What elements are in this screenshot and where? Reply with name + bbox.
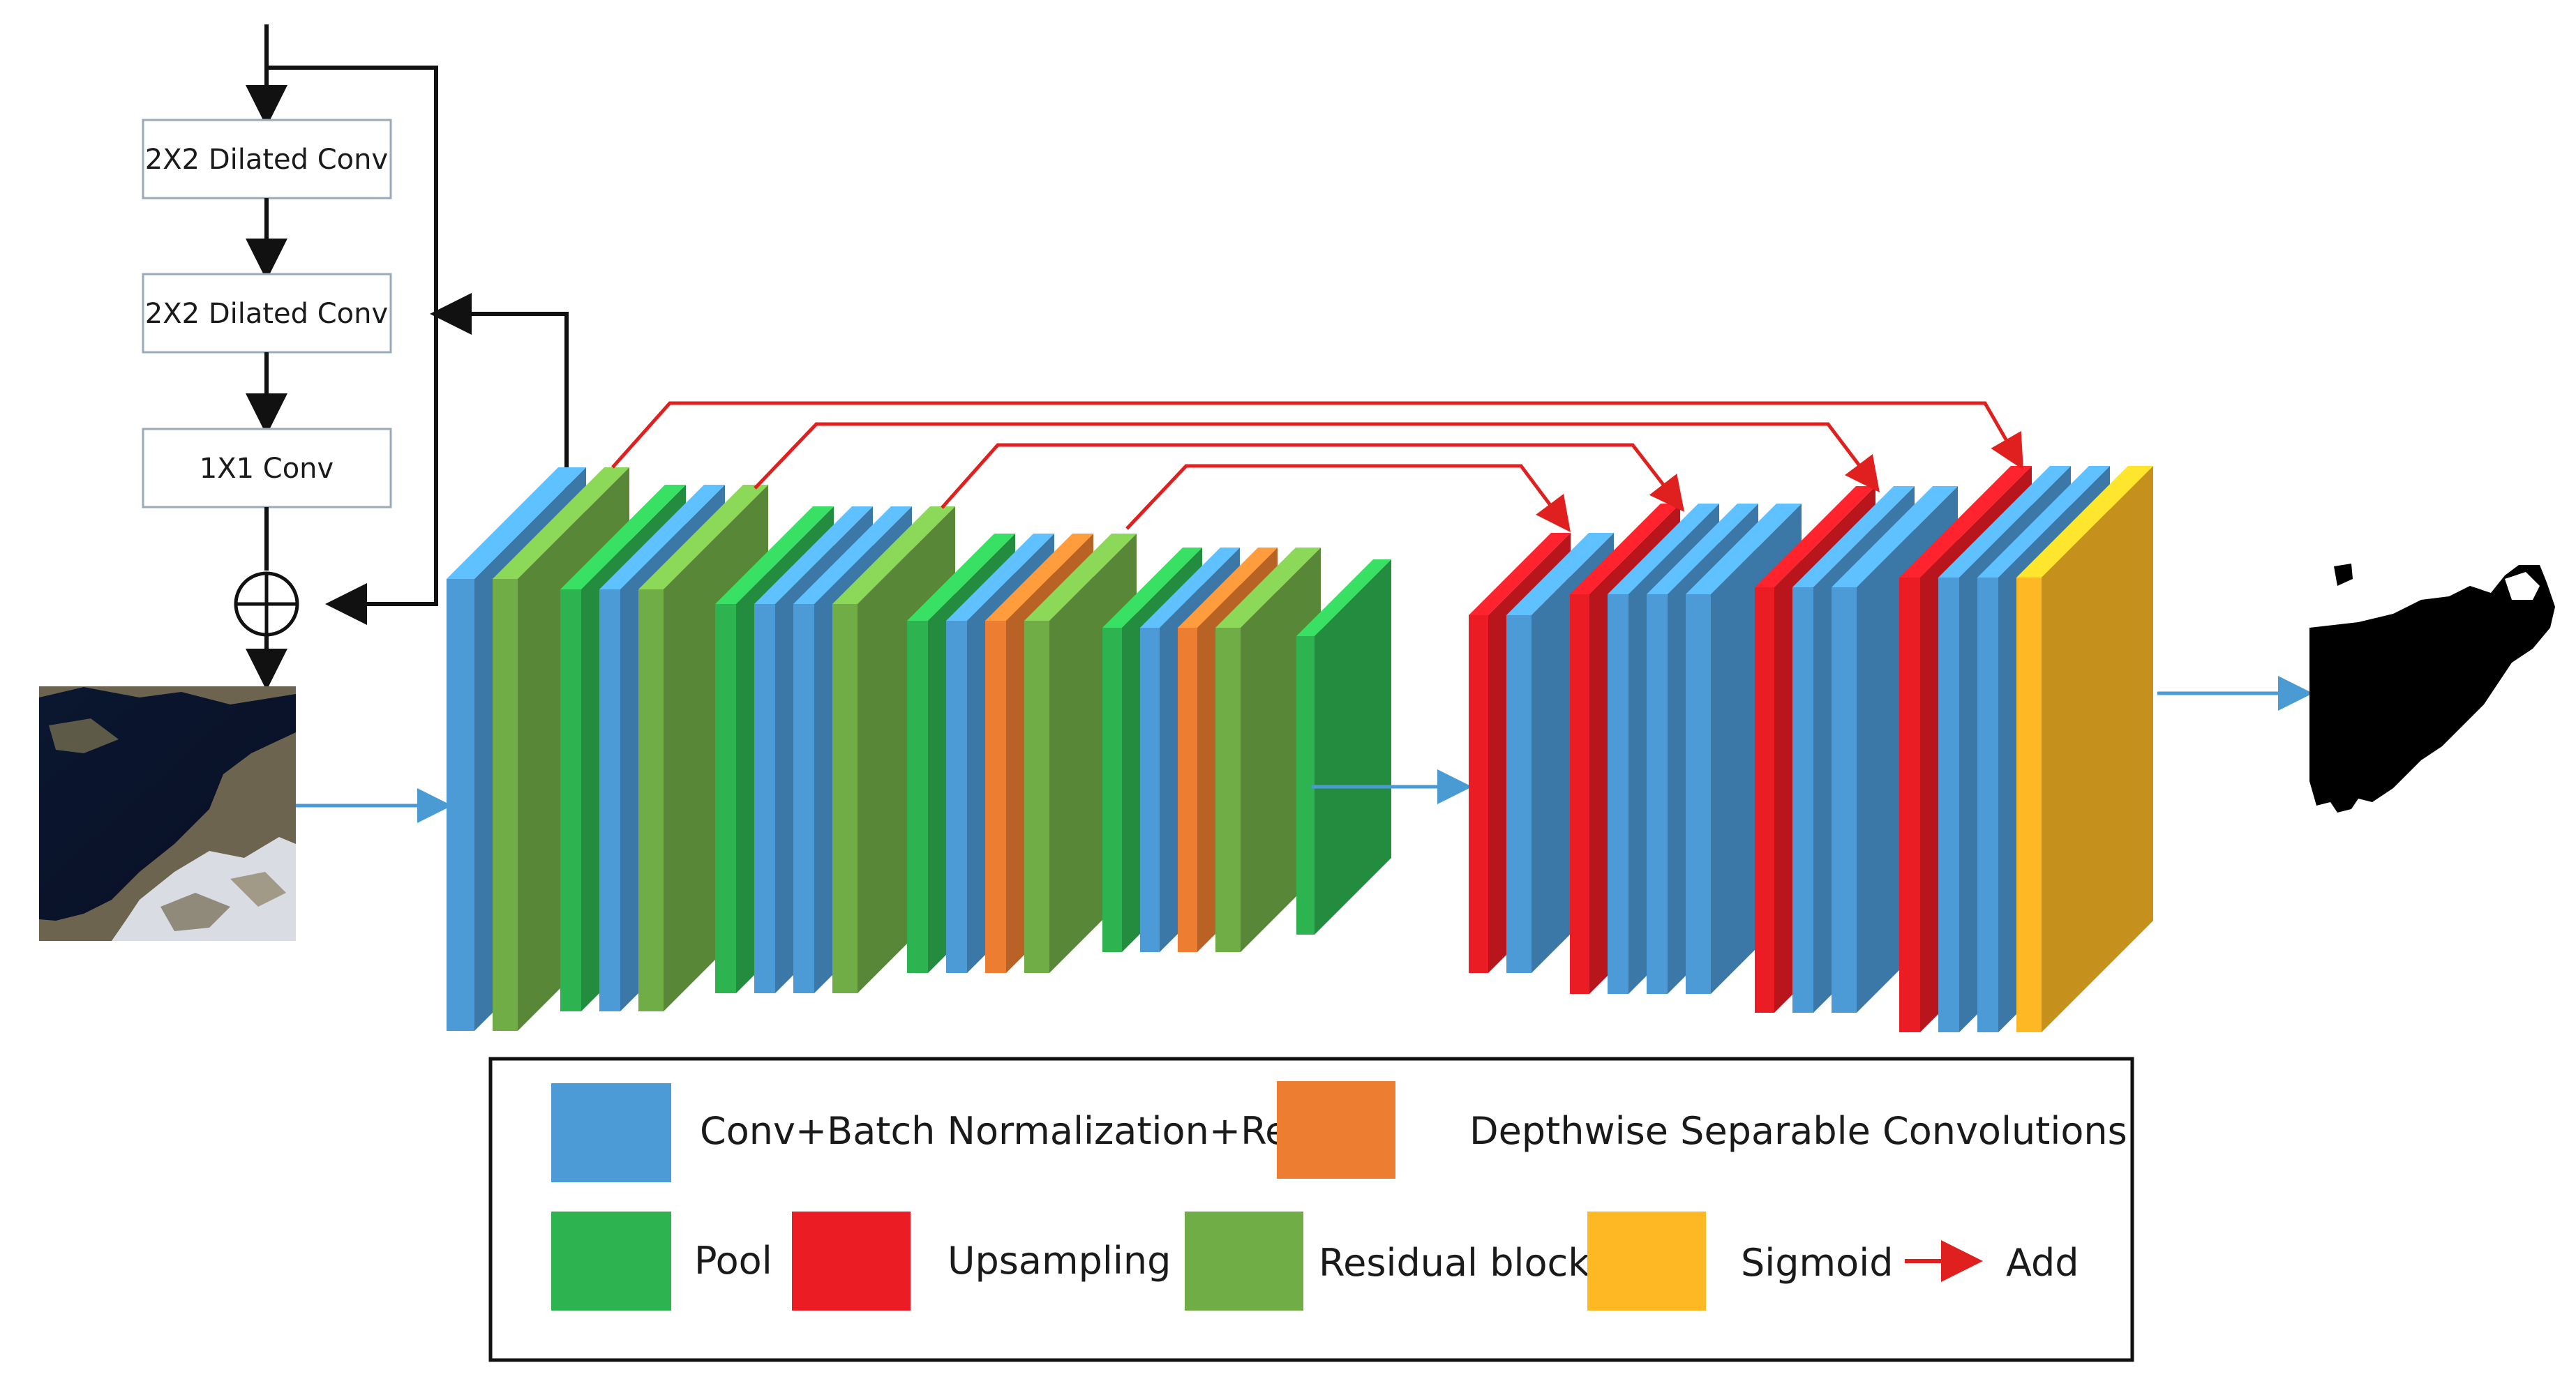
conv-1x1-label: 1X1 Conv <box>200 453 334 485</box>
legend-swatch-residual <box>1185 1212 1303 1311</box>
legend-label-upsampling: Upsampling <box>948 1239 1171 1283</box>
legend-label-conv: Conv+Batch Normalization+Relu <box>700 1109 1323 1153</box>
skip-arrow-4 <box>1125 464 1571 533</box>
legend: Conv+Batch Normalization+Relu Depthwise … <box>488 1057 2134 1362</box>
legend-label-pool: Pool <box>694 1239 772 1283</box>
legend-swatch-depthwise <box>1277 1081 1395 1179</box>
decoder-stack <box>1469 466 2153 1032</box>
legend-swatch-sigmoid <box>1587 1212 1706 1311</box>
decoder-layer-12-sigmoid <box>2016 466 2153 1032</box>
dilated-conv-label-2: 2X2 Dilated Conv <box>145 298 388 330</box>
skip-arrow-3 <box>941 443 1685 512</box>
dilated-conv-box-1 <box>142 119 392 199</box>
encoder-stack <box>447 467 1391 1031</box>
legend-label-depthwise: Depthwise Separable Convolutions <box>1469 1109 2127 1153</box>
residual-detail-connector <box>430 293 569 527</box>
dilated-conv-box-2 <box>142 273 392 354</box>
skip-arrow-1 <box>611 401 2023 470</box>
dilated-residual-block: 2X2 Dilated Conv 2X2 Dilated Conv 1X1 Co… <box>142 24 569 691</box>
satellite-image-icon <box>39 686 296 941</box>
legend-label-add: Add <box>2006 1241 2079 1285</box>
legend-swatch-pool <box>551 1212 671 1311</box>
dilated-conv-label-1: 2X2 Dilated Conv <box>145 144 388 176</box>
skip-arrow-2 <box>754 422 1880 492</box>
sum-node-icon <box>234 571 299 637</box>
legend-swatch-conv <box>551 1083 671 1182</box>
encoder-layer-17-pool <box>1296 559 1391 935</box>
segmentation-mask-icon <box>2309 564 2555 813</box>
skip-connection-line <box>267 66 438 625</box>
legend-swatch-upsampling <box>792 1212 911 1311</box>
legend-label-sigmoid: Sigmoid <box>1741 1241 1893 1285</box>
skip-connections <box>611 401 2023 533</box>
legend-label-residual: Residual block <box>1319 1241 1590 1285</box>
